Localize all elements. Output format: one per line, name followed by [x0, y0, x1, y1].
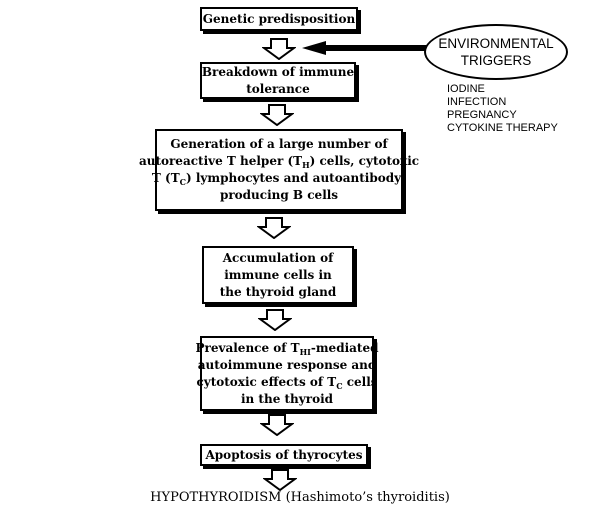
box-text: Apoptosis of thyrocytes — [205, 447, 363, 462]
trigger-list: IODINE INFECTION PREGNANCY CYTOKINE THER… — [447, 83, 558, 135]
down-arrow-icon — [260, 104, 294, 126]
box-genetic-predisposition: Genetic predisposition — [200, 7, 358, 31]
down-arrow-icon — [260, 414, 294, 436]
box-text-thi: Prevalence of THI-mediated — [195, 340, 379, 357]
box-text: in the thyroid — [240, 391, 334, 406]
ellipse-title-line2: TRIGGERS — [460, 53, 532, 68]
down-arrow-icon — [262, 38, 296, 60]
box-generation-autoreactive-cells: Generation of a large number of autoreac… — [139, 129, 419, 211]
box-accumulation-immune-cells: Accumulation of immune cells in the thyr… — [202, 246, 354, 304]
trigger-arrow-icon — [302, 41, 428, 55]
box-text: Breakdown of immune — [201, 64, 355, 79]
trigger-item: INFECTION — [447, 96, 507, 108]
outcome-hypothyroidism: HYPOTHYROIDISM (Hashimoto’s thyroiditis) — [150, 490, 450, 505]
down-arrow-icon — [258, 309, 292, 331]
trigger-item: CYTOKINE THERAPY — [447, 122, 558, 134]
box-breakdown-immune-tolerance: Breakdown of immune tolerance — [200, 62, 356, 99]
box-text-th: autoreactive T helper (TH) cells, cytoto… — [138, 154, 420, 170]
box-text: Accumulation of — [222, 250, 334, 265]
box-text: autoimmune response and — [197, 357, 377, 372]
ellipse-title-line1: ENVIRONMENTAL — [438, 36, 554, 51]
trigger-item: PREGNANCY — [447, 109, 517, 121]
trigger-item: IODINE — [447, 83, 485, 95]
box-apoptosis-thyrocytes: Apoptosis of thyrocytes — [200, 444, 368, 466]
box-text: the thyroid gland — [219, 284, 337, 299]
box-text-tc: T (TC) lymphocytes and autoantibody- — [151, 171, 407, 187]
box-text: Generation of a large number of — [170, 137, 388, 151]
down-arrow-icon — [257, 217, 291, 239]
box-text-tc: cytotoxic effects of TC cells — [196, 374, 378, 391]
box-text: tolerance — [246, 81, 310, 96]
box-text: producing B cells — [219, 188, 339, 202]
down-arrow-icon — [263, 469, 297, 491]
box-th1-mediated-response: Prevalence of THI-mediated autoimmune re… — [196, 336, 378, 411]
environmental-triggers-ellipse: ENVIRONMENTAL TRIGGERS — [424, 24, 568, 80]
box-text: immune cells in — [224, 267, 332, 282]
box-text: Genetic predisposition — [202, 11, 356, 26]
